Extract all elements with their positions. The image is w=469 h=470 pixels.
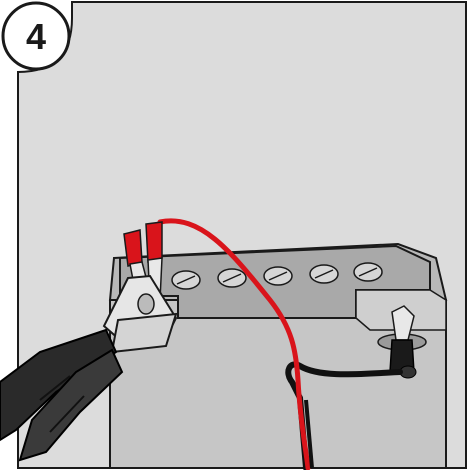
step-badge: 4 <box>3 3 69 69</box>
vent-cap-icon <box>172 271 200 289</box>
step-number: 4 <box>26 16 46 57</box>
vent-cap-icon <box>354 263 382 281</box>
vent-cap-icon <box>264 267 292 285</box>
vent-cap-icon <box>218 269 246 287</box>
vent-cap-icon <box>310 265 338 283</box>
